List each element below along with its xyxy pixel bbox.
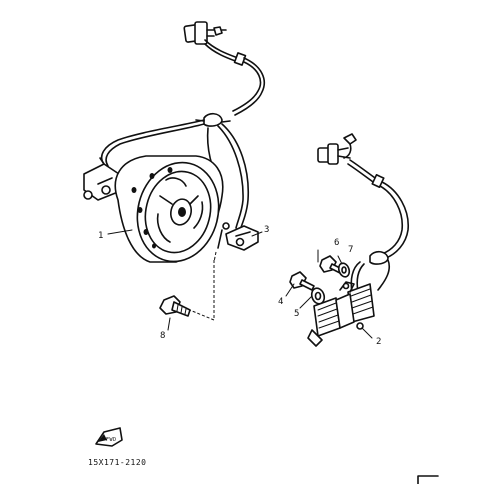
flange-bolt [159,295,191,317]
washer-5 [310,287,326,305]
stator-harness [317,133,409,293]
upper-connector [183,21,227,45]
fwd-mark-icon: FWD [95,427,123,447]
callout-6: 6 [334,238,339,248]
part-code: 15X171-2120 [88,458,146,467]
stator-assembly [307,281,375,347]
pickup-coil [217,222,259,251]
callout-1: 1 [98,231,103,241]
fwd-label: FWD [106,437,117,443]
flywheel-harness [100,39,266,231]
washer-7 [337,262,351,278]
callout-5: 5 [294,309,299,319]
bolt-guide-line [179,260,215,321]
flywheel-rotor [114,155,224,263]
leader-lines [107,229,373,339]
callout-4: 4 [278,297,283,307]
frame-corner [417,475,439,484]
screw-4 [289,271,315,291]
callout-8: 8 [160,331,165,341]
callout-3: 3 [264,225,269,235]
callout-2: 2 [376,337,381,347]
bolt-guide-line-2 [213,251,217,263]
callout-7: 7 [348,245,353,255]
